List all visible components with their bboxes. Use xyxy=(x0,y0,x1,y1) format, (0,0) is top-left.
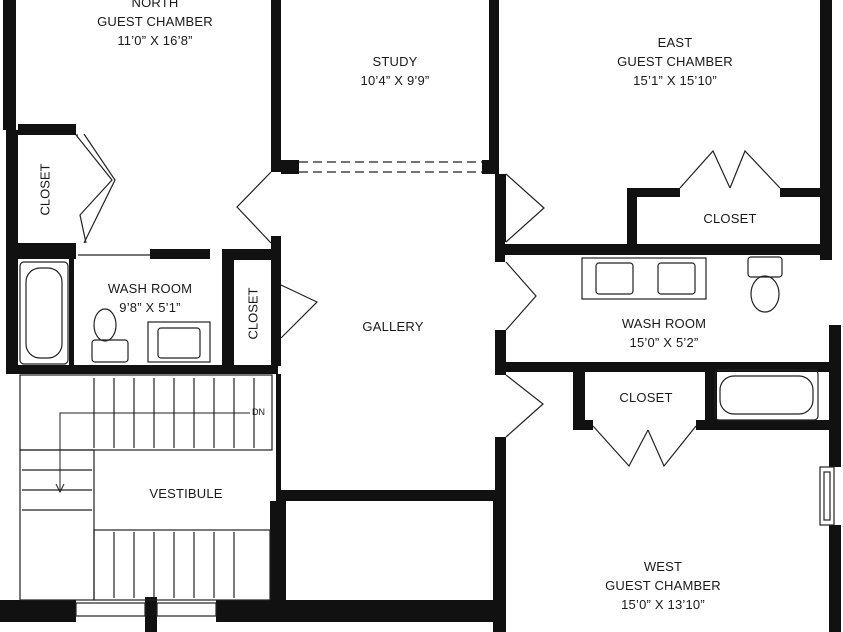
room-subtitle: GUEST CHAMBER xyxy=(97,14,213,29)
room-label-closet-east: CLOSET xyxy=(690,209,770,228)
room-dims: 11’0” X 16’8” xyxy=(117,33,193,48)
room-label-closet-west-chamber: CLOSET xyxy=(606,388,686,407)
room-name: NORTH xyxy=(131,0,179,10)
room-name: EAST xyxy=(657,35,693,50)
room-name: CLOSET xyxy=(619,390,673,405)
room-label-north: NORTH GUEST CHAMBER 11’0” X 16’8” xyxy=(70,0,240,50)
room-dims: 9’8” X 5’1” xyxy=(119,300,181,315)
room-label-gallery: GALLERY xyxy=(343,317,443,336)
room-name: STUDY xyxy=(372,54,418,69)
room-dims: 15’0” X 13’10” xyxy=(621,597,705,612)
room-label-closet-nw: CLOSET xyxy=(37,163,53,216)
stair-direction-label: DN xyxy=(252,407,265,417)
room-dims: 15’1” X 15’10” xyxy=(633,73,717,88)
room-label-study: STUDY 10’4” X 9’9” xyxy=(320,52,470,90)
room-subtitle: GUEST CHAMBER xyxy=(617,54,733,69)
room-subtitle: GUEST CHAMBER xyxy=(605,578,721,593)
room-name: VESTIBULE xyxy=(149,486,223,501)
room-dims: 15’0” X 5’2” xyxy=(629,335,699,350)
room-label-vestibule: VESTIBULE xyxy=(136,484,236,503)
fixtures xyxy=(19,133,835,617)
room-name: GALLERY xyxy=(362,319,424,334)
room-label-closet-mid: CLOSET xyxy=(245,287,261,340)
room-dims: 10’4” X 9’9” xyxy=(360,73,430,88)
room-name: WASH ROOM xyxy=(621,316,707,331)
room-label-west: WEST GUEST CHAMBER 15’0” X 13’10” xyxy=(578,557,748,614)
room-name: WASH ROOM xyxy=(107,281,193,296)
room-label-east: EAST GUEST CHAMBER 15’1” X 15’10” xyxy=(590,33,760,90)
room-label-washroom-west: WASH ROOM 9’8” X 5’1” xyxy=(90,279,210,317)
room-name: WEST xyxy=(643,559,683,574)
room-name: CLOSET xyxy=(703,211,757,226)
room-label-washroom-east: WASH ROOM 15’0” X 5’2” xyxy=(594,314,734,352)
